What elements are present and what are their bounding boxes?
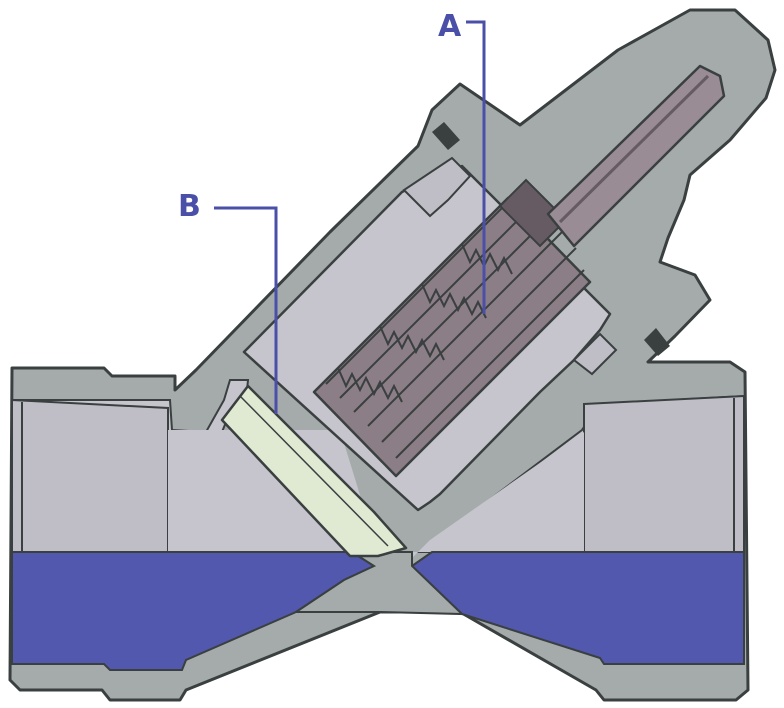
callout-b: B [178, 189, 278, 414]
screen-body [312, 196, 592, 478]
flow-wedge [292, 551, 465, 616]
right-sleeve [583, 394, 745, 553]
callout-b-label: B [178, 189, 201, 224]
stem [546, 64, 726, 248]
stem-rod [546, 64, 726, 248]
strainer-screen [312, 178, 592, 478]
callout-a: A [438, 9, 486, 314]
fluid-right [410, 551, 745, 665]
callout-a-leader [466, 20, 486, 314]
gasket-upper [432, 122, 460, 150]
gasket-right [644, 328, 670, 356]
bonnet-inner-step [402, 156, 472, 218]
fluid [11, 551, 745, 671]
callout-a-label: A [438, 9, 462, 44]
bonnet-inner-lip [572, 332, 618, 376]
screen-mesh [325, 189, 585, 459]
left-sleeve [11, 398, 169, 553]
callout-b-leader [214, 206, 278, 414]
seat [220, 384, 408, 558]
